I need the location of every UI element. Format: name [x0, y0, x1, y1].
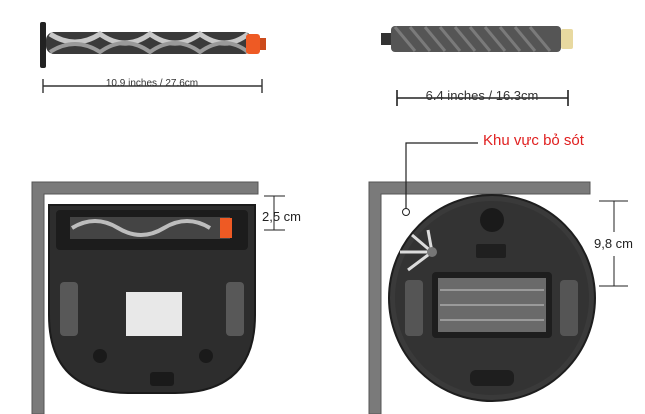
right-gap-label: 9,8 cm: [594, 236, 634, 251]
left-corner-wall: [31, 181, 259, 414]
long-brush-dimension-line: [42, 79, 263, 93]
rubber-roller-length-label: 6.4 inches / 16.3cm: [425, 88, 539, 103]
right-gap-dimension: [599, 200, 628, 287]
rubber-roller: [381, 26, 573, 52]
missed-area-label: Khu vực bỏ sót: [483, 132, 584, 149]
long-brush-roll: [40, 22, 266, 68]
right-corner-wall: [368, 181, 591, 414]
round-robot: [388, 194, 596, 402]
long-brush-length-label: 10.9 inches / 27.6cm: [105, 78, 199, 89]
left-gap-dimension: [264, 195, 285, 231]
left-gap-label: 2,5 cm: [262, 209, 302, 224]
rubber-roller-dimension-line: [396, 90, 569, 106]
missed-area-callout: [402, 142, 478, 216]
neato-robot: [48, 204, 256, 394]
